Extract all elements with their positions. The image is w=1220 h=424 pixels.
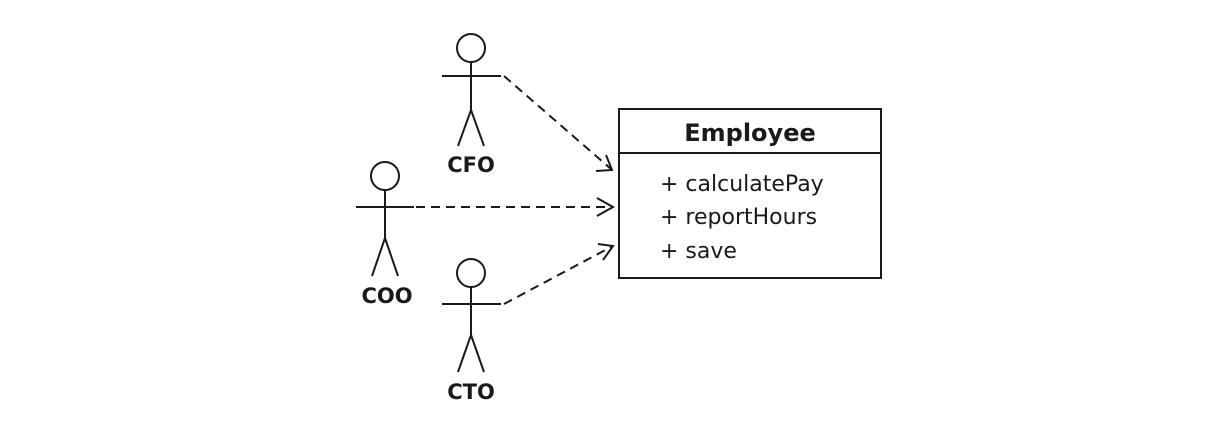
actor-head bbox=[456, 33, 486, 63]
class-box bbox=[618, 108, 882, 279]
actor-head bbox=[370, 161, 400, 191]
method-calculate-pay: + calculatePay bbox=[660, 172, 824, 197]
actor-cto: CTO bbox=[442, 258, 501, 404]
actor-label-cfo: CFO bbox=[447, 153, 495, 177]
dependency-arrow-coo bbox=[416, 197, 616, 217]
actor-cfo: CFO bbox=[442, 33, 501, 177]
arrowhead-icon bbox=[596, 197, 616, 217]
actor-leg-left bbox=[457, 334, 472, 373]
actor-leg-right bbox=[470, 334, 485, 373]
class-employee: Employee + calculatePay + reportHours + … bbox=[618, 108, 882, 279]
actor-coo: COO bbox=[356, 161, 414, 308]
method-report-hours: + reportHours bbox=[660, 205, 817, 230]
dashed-line bbox=[503, 246, 612, 305]
actor-label-cto: CTO bbox=[447, 380, 495, 404]
arrowhead-icon bbox=[597, 243, 615, 261]
actor-leg-left bbox=[457, 109, 472, 147]
actor-leg-right bbox=[470, 109, 485, 147]
class-name: Employee bbox=[684, 119, 816, 147]
method-save: + save bbox=[660, 239, 737, 264]
dependency-arrow-cto bbox=[503, 243, 615, 305]
dependency-arrow-cfo bbox=[503, 75, 614, 172]
arrowhead-icon bbox=[595, 154, 614, 172]
actor-leg-left bbox=[371, 237, 386, 277]
actor-leg-right bbox=[384, 237, 399, 277]
dashed-line bbox=[503, 75, 612, 170]
actor-label-coo: COO bbox=[361, 284, 412, 308]
actor-head bbox=[456, 258, 486, 288]
